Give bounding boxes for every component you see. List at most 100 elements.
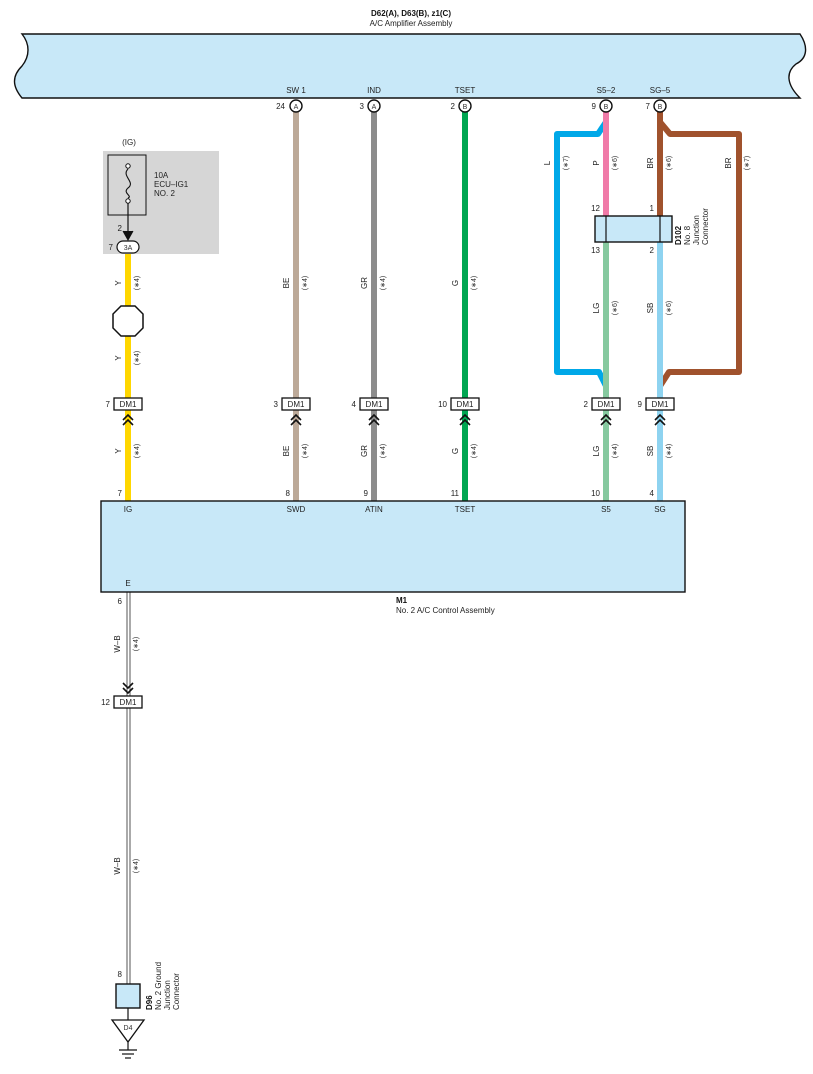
- d96-box: [115, 983, 141, 1009]
- wire-color-label: BR: [646, 157, 655, 168]
- dm1-pin: 10: [438, 400, 447, 409]
- control-assembly: 7 8 9 11 10 4 IG SWD ATIN TSET S5 SG E 6…: [100, 489, 686, 615]
- dm1-pin: 4: [352, 400, 357, 409]
- control-ground-name: E: [125, 579, 130, 588]
- control-pin-name: SWD: [287, 505, 306, 514]
- chevron-up-icon: [122, 413, 134, 426]
- d96-line3: Connector: [172, 973, 181, 1010]
- amp-pin-name: IND: [367, 86, 381, 95]
- amplifier-assembly-box: [13, 33, 807, 99]
- amp-pin-number: 9: [592, 102, 597, 111]
- splice-octagon: [112, 305, 144, 337]
- dm1-label: DM1: [457, 400, 474, 409]
- wire-color-label: BR: [724, 157, 733, 168]
- d102-line3: Connector: [701, 208, 710, 245]
- amp-pin-conn: B: [604, 104, 609, 111]
- fuse-terminal-bottom: [125, 198, 131, 204]
- dm1-pin: 2: [584, 400, 589, 409]
- control-name: No. 2 A/C Control Assembly: [396, 606, 495, 615]
- d102-pin: 2: [650, 246, 655, 255]
- ground-d4: D4: [110, 1008, 146, 1059]
- junction-3a: [116, 240, 140, 254]
- control-pin-name: ATIN: [365, 505, 383, 514]
- dm1-box: [113, 695, 143, 709]
- fuse-block: (IG) 10A ECU–IG1 NO. 2 2 3A 7: [103, 138, 219, 254]
- chevron-up-icon: [459, 413, 471, 426]
- wire-color-label: Y: [114, 448, 123, 454]
- amp-pin-number: 2: [451, 102, 456, 111]
- chevron-down-icon: [122, 682, 134, 695]
- dm1-box: [281, 397, 311, 411]
- wire-note-label: (∗4): [380, 444, 387, 458]
- wire-br-loop: [657, 120, 742, 388]
- junction-d96: 8 D96 No. 2 Ground Junction Connector: [115, 962, 181, 1010]
- wire-note-label: (∗4): [134, 444, 141, 458]
- d102-line1: No. 8: [683, 225, 692, 245]
- d102-box: [594, 215, 673, 243]
- control-pin-number: 7: [118, 489, 123, 498]
- fuse-background: [103, 151, 219, 254]
- wire-note-label: (∗6): [612, 156, 619, 170]
- d102-label: D102 No. 8 Junction Connector: [674, 208, 710, 245]
- amp-pin-circle: [599, 99, 613, 113]
- amp-pin-3: TSET 2 B: [451, 86, 475, 113]
- control-pin-number: 9: [364, 489, 369, 498]
- wire-note-label: (∗4): [134, 351, 141, 365]
- control-ground-pin: 6: [118, 597, 123, 606]
- fuse-ig-label: (IG): [122, 138, 136, 147]
- d96-label: D96 No. 2 Ground Junction Connector: [145, 962, 181, 1010]
- wire-color-label: P: [592, 160, 601, 165]
- chevron-up-icon: [290, 413, 302, 426]
- junction-3a-pin: 7: [109, 243, 114, 252]
- dm1-box: [113, 397, 143, 411]
- fuse-pin: 2: [118, 224, 123, 233]
- amp-pin-circle: [653, 99, 667, 113]
- amp-pin-circle: [289, 99, 303, 113]
- amp-pin-conn: A: [372, 104, 377, 111]
- d96-pin: 8: [118, 970, 123, 979]
- wire-note-label: (∗4): [471, 444, 478, 458]
- junction-3a-label: 3A: [124, 245, 133, 252]
- dm1-box: [645, 397, 675, 411]
- ground-id: D4: [124, 1025, 133, 1032]
- control-pin-number: 11: [451, 489, 460, 498]
- wire-l: [554, 120, 609, 388]
- wire-color-label: L: [543, 160, 552, 165]
- d102-pin: 13: [591, 246, 600, 255]
- dm1-label: DM1: [120, 400, 137, 409]
- wire-color-label: BE: [282, 446, 291, 457]
- fuse-arrow-icon: [122, 230, 134, 242]
- dm1-label: DM1: [120, 698, 137, 707]
- control-pin-name: S5: [601, 505, 611, 514]
- dm1-connector-1: DM1 7: [106, 397, 143, 426]
- wire-color-label: LG: [592, 303, 601, 314]
- dm1-connector-3: DM1 4: [352, 397, 389, 426]
- amp-pin-2: IND 3 A: [360, 86, 381, 113]
- control-pin-number: 10: [591, 489, 600, 498]
- wire-note-label: (∗7): [744, 156, 751, 170]
- amp-pin-conn: B: [658, 104, 663, 111]
- fuse-terminal-top: [125, 163, 131, 169]
- wire-note-label: (∗4): [134, 276, 141, 290]
- dm1-connector-6: DM1 9: [638, 397, 675, 426]
- amp-pin-4: S5–2 9 B: [592, 86, 616, 113]
- wire-color-label: GR: [360, 277, 369, 289]
- amp-pin-name: SG–5: [650, 86, 671, 95]
- control-box: [100, 500, 686, 593]
- dm1-ground-connector: DM1 12: [101, 682, 143, 709]
- amp-pin-number: 24: [276, 102, 285, 111]
- d96-id: D96: [145, 995, 154, 1010]
- chevron-up-icon: [654, 413, 666, 426]
- amp-pin-1: SW 1 24 A: [276, 86, 306, 113]
- dm1-label: DM1: [598, 400, 615, 409]
- control-pin-name: TSET: [455, 505, 476, 514]
- amp-pin-number: 3: [360, 102, 365, 111]
- wire-color-label: Y: [114, 280, 123, 286]
- wire-color-label: LG: [592, 446, 601, 457]
- d102-id: D102: [674, 225, 683, 245]
- d96-line2: Junction: [163, 980, 172, 1010]
- dm1-connector-2: DM1 3: [274, 397, 311, 426]
- chevron-up-icon: [368, 413, 380, 426]
- control-id: M1: [396, 596, 408, 605]
- amp-pin-name: S5–2: [597, 86, 616, 95]
